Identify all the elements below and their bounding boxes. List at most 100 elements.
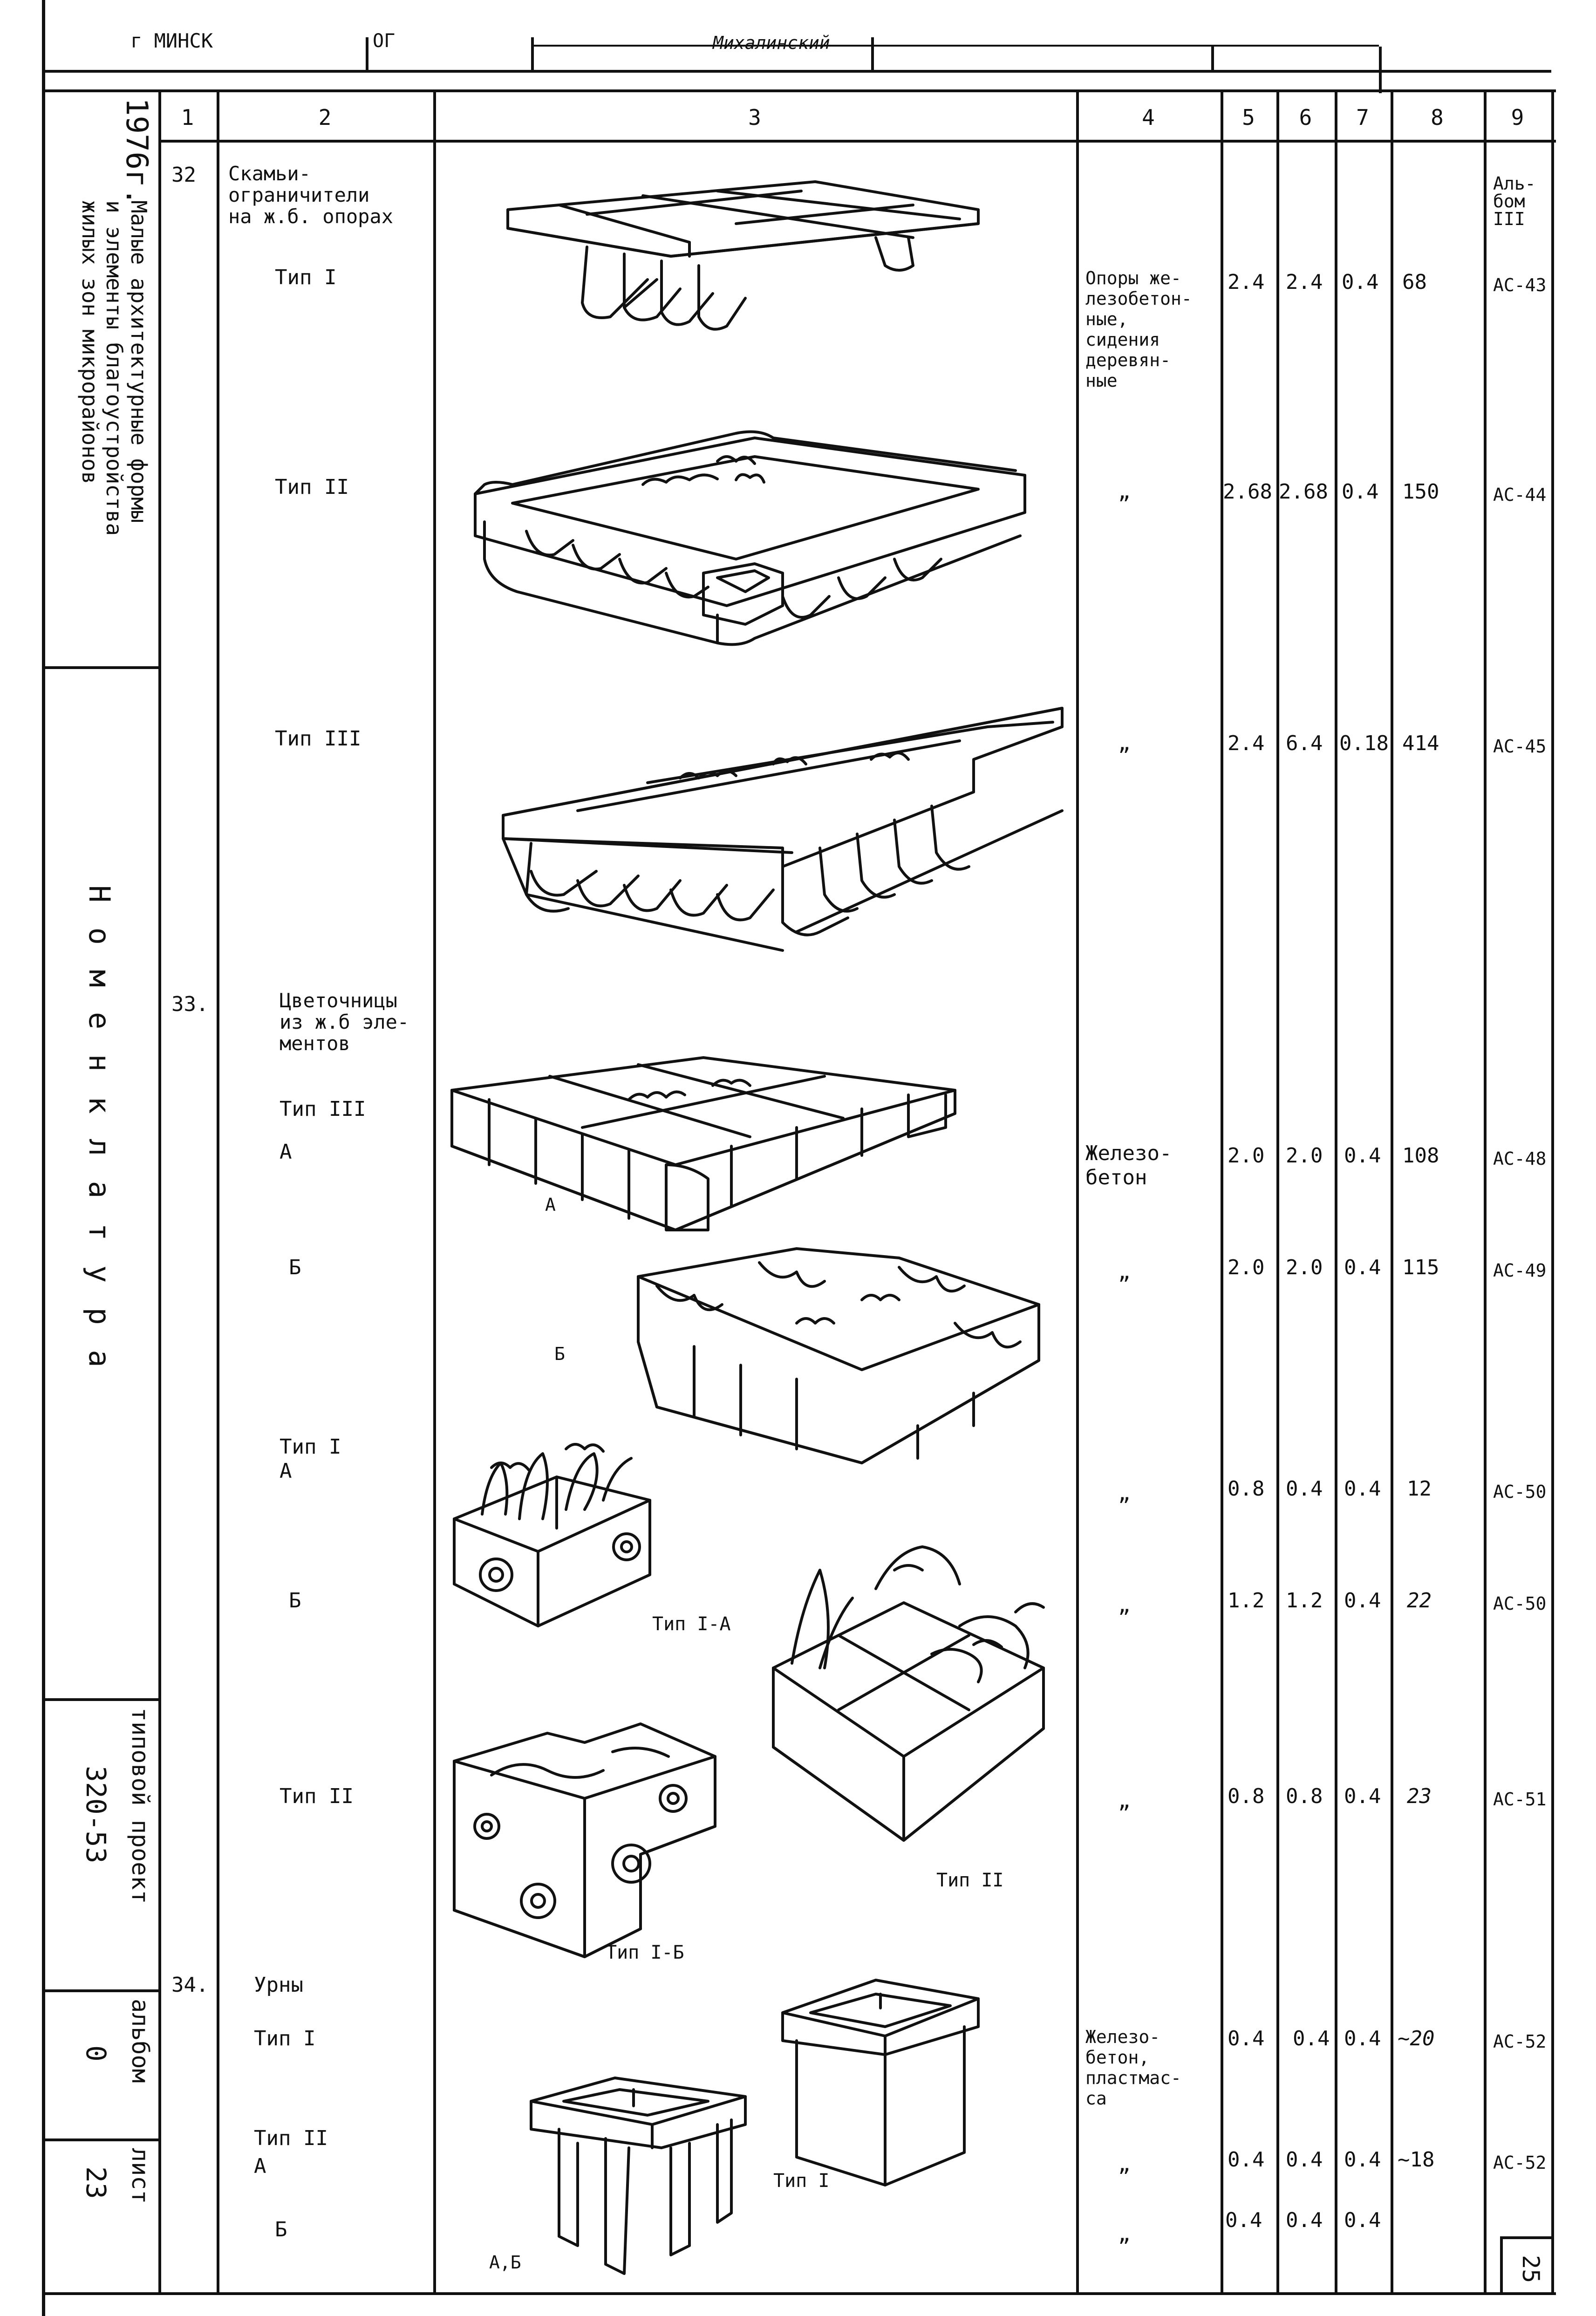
project-number: 320-53 bbox=[80, 1766, 112, 1864]
cell-9: АС-43 bbox=[1493, 275, 1547, 295]
planter-2-label: Тип II bbox=[936, 1870, 1004, 1891]
cell-8: 68 bbox=[1402, 270, 1427, 294]
subject-line-2: и элементы благоустройства bbox=[102, 200, 127, 536]
cell-6: 0.4 bbox=[1286, 2148, 1323, 2172]
cell-7: 0.4 bbox=[1344, 1477, 1381, 1501]
col-header-3: 3 bbox=[748, 105, 761, 130]
cell-9: АС-50 bbox=[1493, 1482, 1547, 1502]
cell-5: 0.4 bbox=[1228, 2027, 1265, 2050]
cell-6: 2.0 bbox=[1286, 1256, 1323, 1279]
cell-5: 0.8 bbox=[1228, 1784, 1265, 1808]
item-type: Тип II А bbox=[254, 2126, 328, 2178]
cell-6: 6.4 bbox=[1286, 731, 1323, 755]
page-number: 25 bbox=[1517, 2255, 1544, 2283]
material: „ bbox=[1118, 2152, 1131, 2176]
cell-9: АС-51 bbox=[1493, 1789, 1547, 1810]
bench-type-3-drawing bbox=[502, 707, 1064, 952]
col-header-4: 4 bbox=[1142, 105, 1155, 130]
urn-type-2-drawing bbox=[530, 2077, 747, 2275]
row-number: 32 bbox=[171, 163, 196, 187]
cell-5: 2.4 bbox=[1228, 731, 1265, 755]
cell-6: 2.4 bbox=[1286, 270, 1323, 294]
cell-6: 2.68 bbox=[1279, 480, 1328, 504]
row-number: 33. bbox=[171, 992, 209, 1016]
city-label: г МИНСК bbox=[130, 29, 213, 52]
cell-5: 0.8 bbox=[1228, 1477, 1265, 1501]
cell-8: 150 bbox=[1402, 480, 1439, 504]
item-type: Тип III А bbox=[280, 1097, 366, 1164]
item-type: Тип II bbox=[280, 1784, 354, 1808]
material: „ bbox=[1118, 1482, 1131, 1505]
material: „ bbox=[1118, 1789, 1131, 1813]
cell-7: 0.4 bbox=[1344, 1144, 1381, 1168]
col-header-2: 2 bbox=[318, 105, 332, 130]
cell-9: АС-52 bbox=[1493, 2152, 1547, 2173]
cell-7: 0.4 bbox=[1342, 270, 1379, 294]
cell-7: 0.18 bbox=[1339, 731, 1389, 755]
material: „ bbox=[1118, 1593, 1131, 1617]
col-header-5: 5 bbox=[1242, 105, 1255, 130]
flowerbed-b-drawing bbox=[637, 1247, 1040, 1464]
col-header-8: 8 bbox=[1431, 105, 1444, 130]
bench-type-2-drawing bbox=[474, 430, 1026, 646]
album-note: Аль- бом III bbox=[1493, 173, 1536, 229]
material: „ bbox=[1118, 2222, 1131, 2246]
material: „ bbox=[1118, 731, 1131, 755]
cell-8: 414 bbox=[1402, 731, 1439, 755]
cell-6: 1.2 bbox=[1286, 1589, 1323, 1612]
cell-8: 12 bbox=[1407, 1477, 1432, 1501]
signature: Михалинский bbox=[713, 33, 830, 53]
material: Опоры же- лезобетон- ные, сидения деревя… bbox=[1085, 268, 1192, 391]
item-name: Скамьи- ограничители на ж.б. опорах bbox=[228, 162, 394, 228]
cell-8: ~20 bbox=[1398, 2027, 1435, 2050]
cell-9: АС-52 bbox=[1493, 2031, 1547, 2052]
cell-6: 0.4 bbox=[1286, 2208, 1323, 2232]
item-type: Тип III bbox=[275, 727, 361, 751]
cell-8: ~18 bbox=[1398, 2148, 1435, 2172]
cell-8: 108 bbox=[1402, 1144, 1439, 1168]
item-type: Тип I А bbox=[280, 1435, 341, 1483]
sheet-label: лист bbox=[127, 2148, 154, 2204]
cell-7: 0.4 bbox=[1344, 1784, 1381, 1808]
cell-8: 22 bbox=[1407, 1589, 1432, 1612]
cell-5: 2.4 bbox=[1228, 270, 1265, 294]
item-type: Б bbox=[289, 1589, 301, 1612]
item-name: Урны bbox=[254, 1973, 303, 1997]
cell-9: АС-49 bbox=[1493, 1260, 1547, 1281]
cell-7: 0.4 bbox=[1344, 2148, 1381, 2172]
item-type: Тип II bbox=[275, 475, 349, 499]
cell-9: АС-50 bbox=[1493, 1593, 1547, 1614]
cell-7: 0.4 bbox=[1344, 1256, 1381, 1279]
material: „ bbox=[1118, 480, 1131, 504]
sheet-number: 23 bbox=[80, 2166, 112, 2199]
cell-7: 0.4 bbox=[1344, 1589, 1381, 1612]
subject-line-3: жилых зон микрорайонов bbox=[77, 200, 102, 485]
project-label: типовой проект bbox=[127, 1708, 154, 1904]
cell-6: 2.0 bbox=[1286, 1144, 1323, 1168]
cell-5: 2.0 bbox=[1228, 1144, 1265, 1168]
album-number: 0 bbox=[80, 2045, 112, 2062]
flowerbed-a-drawing bbox=[450, 1056, 956, 1231]
section-label: Н о м е н к л а т у р а bbox=[82, 885, 116, 1371]
top-field: ОГ bbox=[373, 30, 396, 52]
material: Железо- бетон bbox=[1085, 1141, 1172, 1189]
flowerbed-a-label: А bbox=[545, 1195, 556, 1215]
item-type: Б bbox=[275, 2218, 287, 2241]
cell-5: 2.0 bbox=[1228, 1256, 1265, 1279]
urn-ab-label: А,Б bbox=[489, 2252, 521, 2273]
item-type: Тип I bbox=[254, 2027, 316, 2050]
planter-1a-label: Тип I-А bbox=[652, 1613, 731, 1635]
cell-8: 115 bbox=[1402, 1256, 1439, 1279]
cell-6: 0.4 bbox=[1293, 2027, 1330, 2050]
cell-6: 0.8 bbox=[1286, 1784, 1323, 1808]
planter-type-1a-drawing bbox=[453, 1443, 651, 1627]
item-type: Тип I bbox=[275, 266, 337, 289]
cell-7: 0.4 bbox=[1342, 480, 1379, 504]
cell-6: 0.4 bbox=[1286, 1477, 1323, 1501]
col-header-1: 1 bbox=[181, 105, 194, 130]
cell-5: 0.4 bbox=[1225, 2208, 1262, 2232]
cell-8: 23 bbox=[1407, 1784, 1432, 1808]
planter-type-1b-drawing bbox=[453, 1722, 716, 1958]
cell-7: 0.4 bbox=[1344, 2208, 1381, 2232]
cell-5: 2.68 bbox=[1223, 480, 1272, 504]
